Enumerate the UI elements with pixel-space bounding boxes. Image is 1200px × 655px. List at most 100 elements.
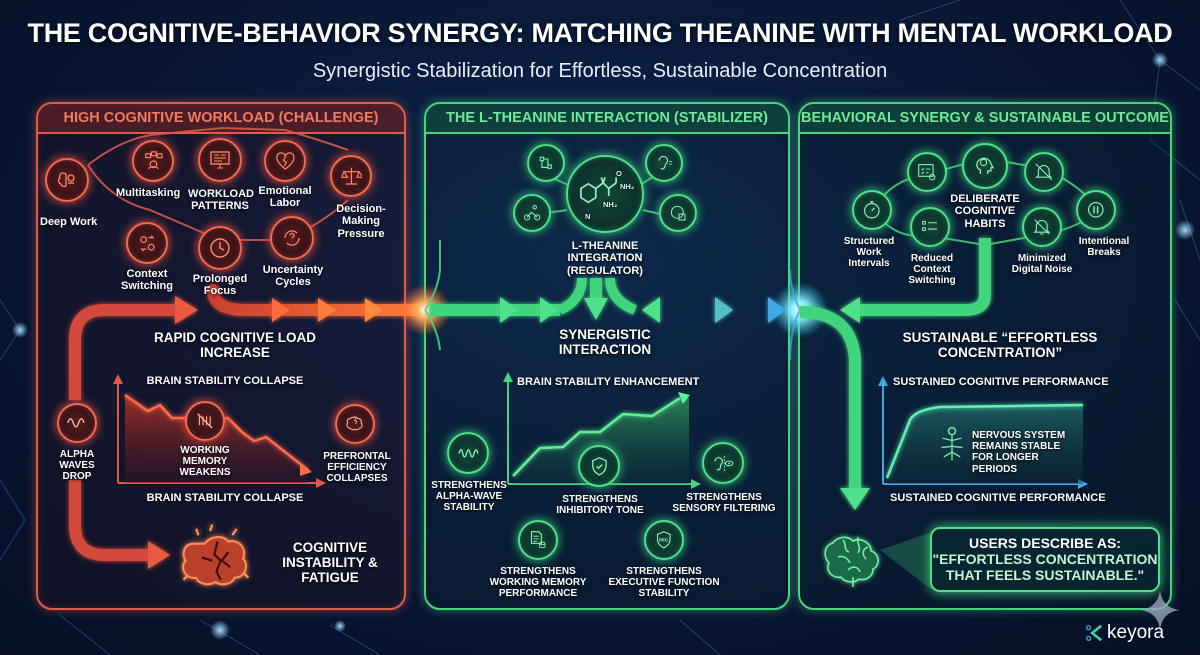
label-structured-work: Structured Work Intervals <box>843 236 895 270</box>
node-executive-function: PFC <box>644 520 684 560</box>
panel-stabilizer-heading: THE L-THEANINE INTERACTION (STABILIZER) <box>426 104 788 134</box>
memory-blocked-icon <box>197 413 213 429</box>
node-sensory-filter <box>702 442 744 484</box>
node-decision-making <box>330 155 372 197</box>
panel-stabilizer: THE L-THEANINE INTERACTION (STABILIZER) <box>424 102 790 610</box>
molecule-label-nh2-a: NH₂ <box>620 182 635 191</box>
ear-eye-icon <box>713 455 734 471</box>
pause-icon <box>1088 202 1104 218</box>
node-calendar-search <box>907 152 947 192</box>
panel-challenge-heading: HIGH COGNITIVE WORKLOAD (CHALLENGE) <box>38 104 404 134</box>
fractured-brain-icon <box>182 524 250 586</box>
label-workload-patterns: WORKLOAD PATTERNS <box>188 188 254 213</box>
node-intentional-breaks <box>1076 190 1116 230</box>
question-cycle-icon <box>284 230 300 246</box>
node-context-switching <box>126 222 168 264</box>
sine-wave-icon <box>457 448 479 458</box>
node-workload-patterns <box>198 138 242 182</box>
node-reduced-context <box>910 207 950 247</box>
neuron-network-icon <box>539 156 552 169</box>
label-benefit-inhibitory: STRENGTHENS INHIBITORY TONE <box>556 494 644 517</box>
node-multitasking <box>132 140 174 182</box>
checklist-icon <box>922 221 938 232</box>
label-reduced-context: Reduced Context Switching <box>908 253 956 287</box>
label-synergistic-interaction: SYNERGISTIC INTERACTION <box>558 327 652 358</box>
swap-users-icon <box>139 234 155 251</box>
wave-icon <box>67 418 85 428</box>
node-prolonged-focus <box>198 226 242 270</box>
pfc-shield-icon: PFC <box>657 531 671 549</box>
chart-note-text: NERVOUS SYSTEM REMAINS STABLE FOR LONGER… <box>972 430 1066 475</box>
node-working-memory-perf <box>518 520 558 560</box>
molecule-label-o: O <box>616 169 622 178</box>
label-ltheanine-hub: L-THEANINE INTEGRATION (REGULATOR) <box>567 240 643 277</box>
clock-icon <box>210 238 230 258</box>
label-working-memory: WORKING MEMORY WEAKENS <box>179 445 231 479</box>
node-deep-work <box>45 158 89 202</box>
node-ltheanine-hub: N NH₂ NH₂ O <box>566 155 644 233</box>
sustained-chart-xlabel: SUSTAINED COGNITIVE PERFORMANCE <box>890 492 1106 504</box>
document-database-icon <box>531 531 546 549</box>
label-context-switching: Context Switching <box>121 268 173 293</box>
node-ear-filter <box>645 144 683 182</box>
notification-muted-icon <box>1035 163 1053 181</box>
broken-heart-icon <box>275 151 295 170</box>
node-deliberate-habits <box>962 143 1008 189</box>
node-alpha-waves <box>57 403 97 443</box>
neuron-tree-icon <box>941 426 963 461</box>
page-subtitle: Synergistic Stabilization for Effortless… <box>312 60 888 82</box>
label-benefit-executive: STRENGTHENS EXECUTIVE FUNCTION STABILITY <box>608 566 720 600</box>
label-prolonged-focus: Prolonged Focus <box>192 273 248 298</box>
node-prefrontal <box>335 404 375 444</box>
label-prefrontal: PREFRONTAL EFFICIENCY COLLAPSES <box>323 451 391 485</box>
quote-text: "EFFORTLESS CONCENTRATION THAT FEELS SUS… <box>932 551 1158 584</box>
label-sustainable-concentration: SUSTAINABLE “EFFORTLESS CONCENTRATION” <box>902 330 1098 361</box>
node-uncertainty-cycles <box>270 216 314 260</box>
label-alpha-waves: ALPHA WAVES DROP <box>59 449 95 483</box>
label-deep-work: Deep Work <box>40 216 98 228</box>
chart-note: NERVOUS SYSTEM REMAINS STABLE FOR LONGER… <box>972 430 1072 475</box>
quote-intro: USERS DESCRIBE AS: <box>969 535 1121 551</box>
label-rapid-load: RAPID COGNITIVE LOAD INCREASE <box>153 330 316 361</box>
user-quote-box: USERS DESCRIBE AS: "EFFORTLESS CONCENTRA… <box>930 527 1160 592</box>
juggling-tasks-icon <box>144 150 163 169</box>
label-decision-making: Decision-Making Pressure <box>336 203 386 240</box>
label-multitasking: Multitasking <box>116 187 181 199</box>
head-clock-icon <box>976 158 995 175</box>
collapse-chart-xlabel: BRAIN STABILITY COLLAPSE <box>146 492 304 504</box>
page-title: THE COGNITIVE-BEHAVIOR SYNERGY: MATCHING… <box>27 18 1173 48</box>
cycling-activity-icon <box>523 204 541 221</box>
brand-name: keyora <box>1107 622 1165 643</box>
node-notification-muted <box>1024 152 1064 192</box>
node-structured-work <box>852 190 892 230</box>
scales-icon <box>340 167 363 185</box>
node-alpha-wave <box>447 432 489 474</box>
stopwatch-icon <box>864 201 880 219</box>
monitor-dashboard-icon <box>210 151 230 169</box>
bell-off-icon <box>1033 219 1051 235</box>
brain-gear-icon <box>57 172 75 188</box>
calendar-search-icon <box>918 164 936 181</box>
label-emotional-labor: Emotional Labor <box>258 185 312 210</box>
node-cycling-activity <box>513 194 551 232</box>
enhancement-chart-title: BRAIN STABILITY ENHANCEMENT <box>517 376 700 388</box>
label-cognitive-instability: COGNITIVE INSTABILITY & FATIGUE <box>282 540 378 586</box>
label-uncertainty-cycles: Uncertainty Cycles <box>262 264 324 289</box>
pfc-badge: PFC <box>660 538 670 543</box>
ear-filter-icon <box>658 155 672 170</box>
node-minimized-noise <box>1022 207 1062 247</box>
node-inhibitory-tone <box>578 445 620 487</box>
node-brain-chip <box>659 194 697 232</box>
keyora-k-icon <box>1085 624 1103 642</box>
molecule-structure-icon <box>580 177 617 204</box>
label-minimized-noise: Minimized Digital Noise <box>1011 253 1073 276</box>
cracked-brain-icon <box>346 416 363 431</box>
glowing-brain-icon <box>824 536 879 587</box>
node-emotional-labor <box>264 140 306 182</box>
label-deliberate-habits: DELIBERATE COGNITIVE HABITS <box>950 193 1020 230</box>
node-working-memory <box>185 401 225 441</box>
brand-logo: keyora <box>1085 622 1164 644</box>
panel-outcome-heading: BEHAVIORAL SYNERGY & SUSTAINABLE OUTCOME <box>800 104 1170 134</box>
molecule-label-nh2-b: NH₂ <box>603 200 618 209</box>
label-benefit-sensory: STRENGTHENS SENSORY FILTERING <box>672 492 776 515</box>
